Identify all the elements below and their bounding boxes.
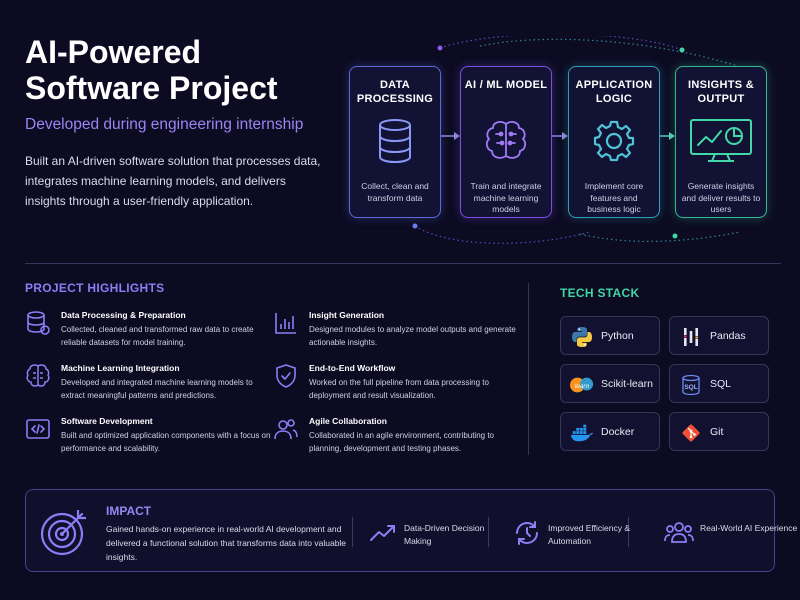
sql-icon-text: SQL (684, 384, 697, 391)
gear-icon (569, 113, 659, 169)
impact-separator (352, 517, 353, 547)
intro-text: Built an AI-driven software solution tha… (25, 154, 321, 208)
tech-item-docker: Docker (560, 412, 660, 451)
tech-name: Python (601, 330, 634, 342)
highlight-title: Machine Learning Integration (61, 363, 180, 373)
team-icon (274, 419, 298, 440)
highlight-title: Agile Collaboration (309, 416, 387, 426)
database-icon (27, 311, 50, 335)
flow-card-title: APPLICATION LOGIC (575, 79, 653, 105)
flow-card-title: AI / ML MODEL (464, 79, 548, 91)
flow-card-application-logic: APPLICATION LOGIC Implement core feature… (568, 66, 660, 218)
tech-item-git: Git (669, 412, 769, 451)
flow-card-ai-model: AI / ML MODEL Train and integrate machin… (460, 66, 552, 218)
python-icon (570, 325, 594, 349)
flow-connectors (412, 36, 751, 244)
flow-card-desc: Implement core features and business log… (584, 181, 644, 214)
sql-icon: SQL (679, 373, 703, 397)
highlight-title: Data Processing & Preparation (61, 310, 186, 320)
highlight-title: End-to-End Workflow (309, 363, 396, 373)
bar-chart-icon (275, 313, 296, 334)
cycle-clock-icon (516, 521, 538, 545)
impact-item-label: Real-World AI Experience (700, 523, 798, 533)
impact-title: IMPACT (106, 504, 152, 518)
tech-name: Scikit-learn (601, 378, 653, 390)
impact-separator (488, 517, 489, 547)
shield-check-icon (276, 364, 296, 388)
tech-name: Git (710, 426, 724, 438)
tech-item-scikit-learn: learn Scikit-learn (560, 364, 660, 403)
flow-card-title: INSIGHTS & OUTPUT (688, 79, 754, 105)
highlight-title: Insight Generation (309, 310, 385, 320)
highlights-heading: PROJECT HIGHLIGHTS (25, 281, 165, 295)
page-title: AI-Powered Software Project (25, 34, 278, 106)
highlight-title: Software Development (61, 416, 153, 426)
highlight-desc: Worked on the full pipeline from data pr… (309, 378, 489, 400)
flow-card-data-processing: DATA PROCESSING Collect, clean and trans… (349, 66, 441, 218)
svg-text:learn: learn (575, 383, 590, 390)
flow-card-title: DATA PROCESSING (356, 79, 434, 105)
impact-panel (25, 489, 775, 572)
impact-separator (628, 517, 629, 547)
git-icon (679, 421, 703, 445)
highlight-desc: Collected, cleaned and transformed raw d… (61, 325, 254, 347)
tech-name: Pandas (710, 330, 746, 342)
column-divider (528, 283, 529, 455)
dashboard-icon (676, 113, 766, 169)
database-icon (350, 113, 440, 169)
scikit-learn-icon: learn (570, 373, 594, 397)
people-icon (664, 522, 694, 543)
trend-up-icon (370, 525, 395, 541)
code-icon (26, 419, 50, 439)
tech-item-sql: SQL SQL (669, 364, 769, 403)
brain-icon (461, 113, 551, 169)
tech-name: Docker (601, 426, 635, 438)
highlight-desc: Developed and integrated machine learnin… (61, 378, 253, 400)
brain-icon (26, 364, 50, 387)
tech-item-pandas: Pandas (669, 316, 769, 355)
highlight-desc: Built and optimized application componen… (61, 431, 271, 453)
flow-card-desc: Collect, clean and transform data (361, 181, 429, 203)
page-subtitle: Developed during engineering internship (25, 116, 304, 133)
target-icon (40, 510, 86, 556)
highlight-desc: Designed modules to analyze model output… (309, 325, 516, 347)
section-divider (25, 263, 781, 264)
tech-name: SQL (710, 378, 732, 390)
impact-desc: Gained hands-on experience in real-world… (106, 524, 347, 562)
flow-card-desc: Generate insights and deliver results to… (681, 181, 761, 214)
tech-item-python: Python (560, 316, 660, 355)
flow-card-insights-output: INSIGHTS & OUTPUT Generate insights and … (675, 66, 767, 218)
impact-item-label: Data-Driven Decision Making (404, 523, 485, 546)
docker-icon (570, 421, 594, 445)
impact-item-label: Improved Efficiency & Automation (548, 523, 631, 546)
flow-card-desc: Train and integrate machine learning mod… (470, 181, 542, 214)
highlight-desc: Collaborated in an agile environment, co… (309, 431, 495, 453)
pandas-icon (679, 325, 703, 349)
tech-stack-heading: TECH STACK (560, 286, 640, 300)
